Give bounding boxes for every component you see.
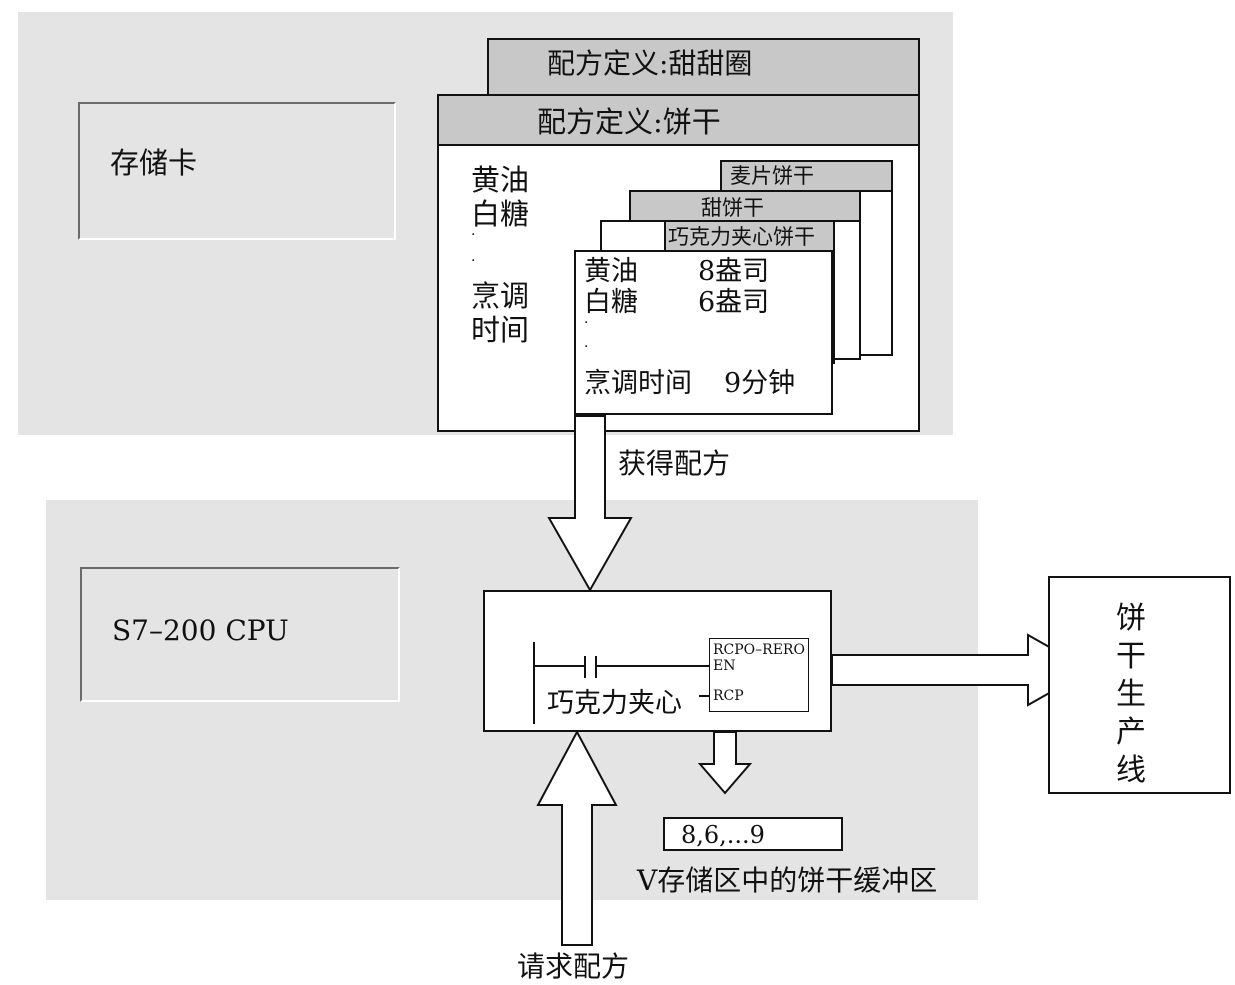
ingredient-name: 黄油	[584, 256, 638, 287]
def-item: 时间	[471, 313, 530, 347]
ingredient-name: 白糖	[584, 287, 638, 318]
rcp-block-name: RCPO–RERO	[713, 642, 805, 658]
ingredient-name: ·	[584, 339, 589, 355]
ingredient-name: 烹调时间	[584, 368, 692, 399]
cpu-label: S7–200 CPU	[112, 614, 289, 647]
def-item: 烹调	[471, 279, 530, 313]
request-recipe-label: 请求配方	[517, 950, 630, 983]
memory-card-label: 存储卡	[110, 146, 198, 180]
recipe-card-title: 麦片饼干	[730, 164, 814, 188]
cpu-program-box: 巧克力夹心 RCPO–RERO EN RCP	[483, 590, 832, 732]
memory-card-label-box: 存储卡	[78, 102, 396, 240]
rcp-block-rcp: RCP	[713, 688, 744, 704]
ingredient-value: 6盎司	[698, 287, 770, 318]
ingredient-name: ·	[584, 315, 589, 331]
recipe-card-title: 巧克力夹心饼干	[668, 225, 815, 249]
contact-label: 巧克力夹心	[547, 688, 682, 719]
get-recipe-arrow	[547, 415, 633, 593]
recipe-def-donut: 配方定义:甜甜圈	[487, 38, 920, 100]
recipe-def-donut-title: 配方定义:甜甜圈	[547, 47, 753, 80]
production-line-label: 饼干生产线	[1116, 601, 1146, 788]
buffer-arrow	[697, 731, 753, 795]
def-item: 黄油	[471, 163, 530, 197]
def-item: 白糖	[471, 197, 530, 231]
get-recipe-label: 获得配方	[618, 447, 731, 480]
buffer-box: 8,6,...9	[663, 817, 843, 851]
recipe-def-biscuit-title: 配方定义:饼干	[537, 105, 721, 139]
recipe-card-title: 甜饼干	[701, 196, 764, 220]
rcp-block: RCPO–RERO EN RCP	[709, 638, 809, 712]
production-line-box: 饼干生产线	[1048, 576, 1231, 794]
request-recipe-arrow	[536, 729, 618, 946]
ladder-rung	[533, 642, 711, 724]
ingredient-value: 8盎司	[698, 256, 770, 287]
buffer-label: V存储区中的饼干缓冲区	[637, 864, 938, 897]
def-item: ·	[471, 253, 476, 269]
rcp-block-en: EN	[713, 658, 736, 674]
cpu-label-box: S7–200 CPU	[80, 567, 400, 702]
ingredient-value: 9分钟	[724, 368, 796, 399]
def-item: ·	[471, 227, 476, 243]
front-recipe-card: 黄油 8盎司 白糖 6盎司 · · 烹调时间 9分钟	[574, 250, 833, 415]
buffer-value: 8,6,...9	[681, 821, 765, 849]
